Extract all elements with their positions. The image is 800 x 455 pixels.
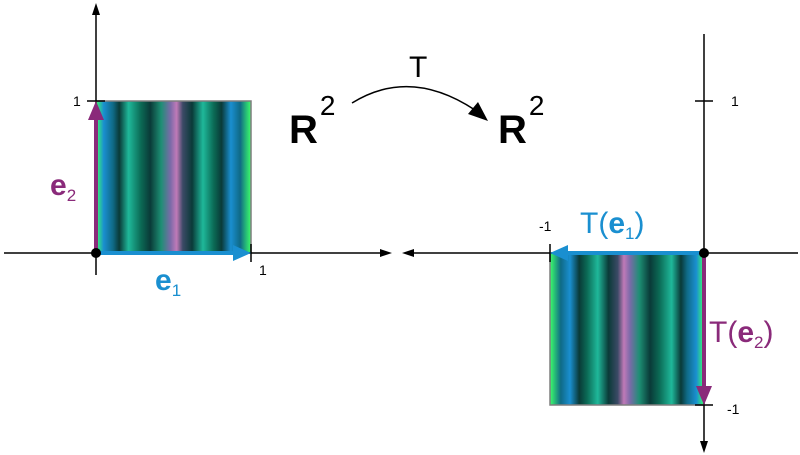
map-arc [351,85,476,111]
right-y-axis-arrowhead [700,441,708,453]
map-label: T [409,51,427,84]
right-y-tick-bottom-label: -1 [727,401,740,417]
mapping: R2 R2 T [289,51,544,152]
left-origin-dot [91,248,101,258]
map-arc-arrowhead [468,102,488,121]
right-x-tick-label: -1 [539,218,552,234]
domain-letter: R [289,108,318,152]
Te2-subscript: 2 [754,333,763,352]
Te2-letter: e [737,316,754,349]
Te2-func: T( [709,316,737,349]
left-y-tick-label: 1 [73,93,81,109]
Te2-arrowhead [696,386,712,405]
right-transformed-square [549,252,705,406]
left-x-axis-arrowhead [380,249,392,257]
Te1-letter: e [608,207,625,240]
Te1-label: T(e1) [580,207,644,243]
e2-arrowhead [88,101,104,120]
e1-label: e1 [155,264,181,300]
e1-subscript: 1 [172,281,181,300]
e1-arrowhead [233,245,251,261]
Te1-arrowhead [550,245,568,261]
right-x-axis-arrowhead [402,249,414,257]
Te1-subscript: 1 [625,224,634,243]
Te1-close: ) [634,207,644,240]
e1-letter: e [155,264,172,297]
left-plot: 1 1 e1 e2 [4,3,392,300]
codomain-label: R2 [498,90,544,152]
Te1-func: T( [580,207,608,240]
Te2-label: T(e2) [709,316,773,352]
left-unit-square [95,100,252,254]
e2-letter: e [50,169,67,202]
domain-label: R2 [289,90,335,152]
e2-subscript: 2 [67,186,76,205]
domain-exponent: 2 [320,90,336,121]
left-y-axis-arrowhead [92,3,100,15]
left-x-tick-label: 1 [259,262,267,278]
right-y-tick-top-label: 1 [731,93,739,109]
codomain-letter: R [498,108,527,152]
Te2-close: ) [763,316,773,349]
e2-label: e2 [50,169,76,205]
right-plot: -1 1 -1 T(e1) T(e2) [402,34,798,453]
right-origin-dot [699,248,709,258]
codomain-exponent: 2 [529,90,545,121]
